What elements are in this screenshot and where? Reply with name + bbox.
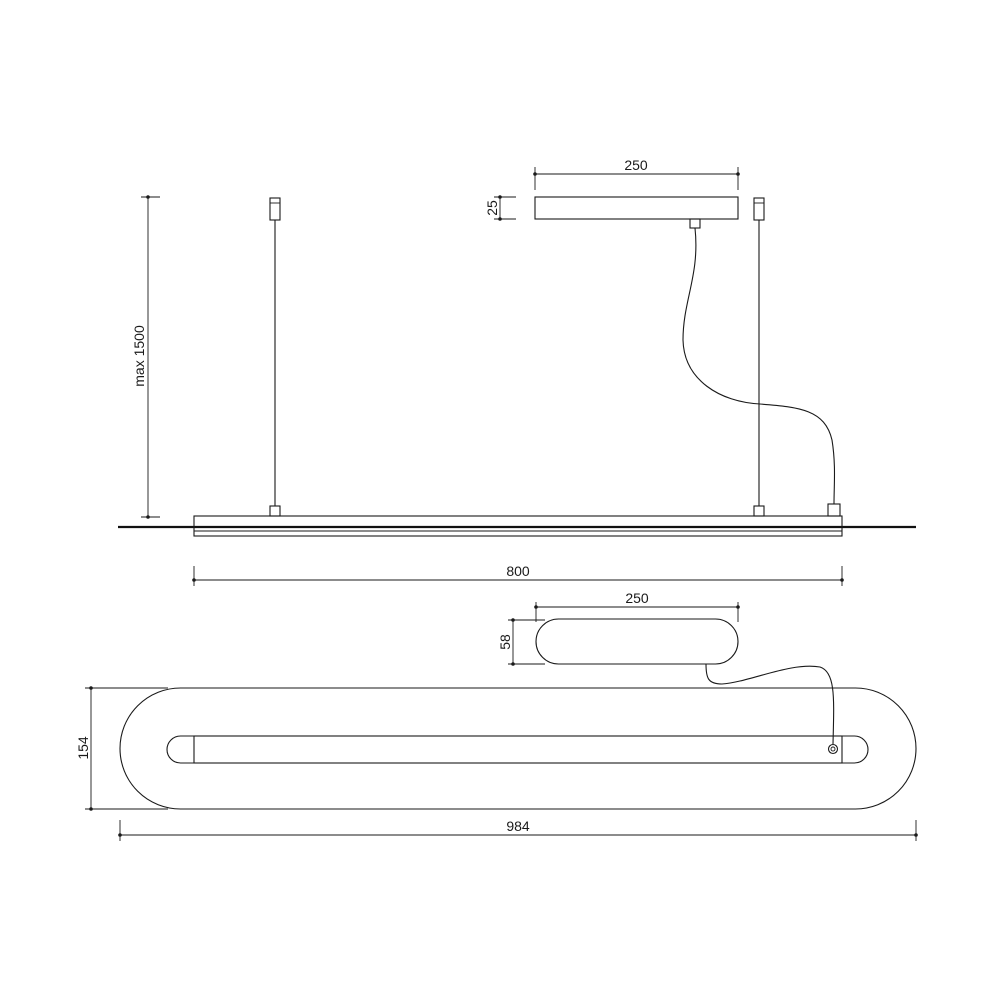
dimension-fixture-length-side: 800 <box>192 563 844 586</box>
right-wire-clamp <box>753 505 765 517</box>
cable-entry-block <box>827 503 841 517</box>
dimension-fixture-width-top: 154 <box>75 686 168 811</box>
led-strip <box>193 735 843 764</box>
left-suspension-wire <box>269 197 281 517</box>
power-cable-side <box>682 227 836 505</box>
cable-entry-icon <box>827 743 839 755</box>
dimension-fixture-length-side-label: 800 <box>506 563 530 579</box>
top-view: 250 58 154 984 <box>75 590 918 841</box>
dimension-canopy-width-top-label: 250 <box>625 590 649 606</box>
dimension-canopy-thickness: 25 <box>484 195 516 221</box>
dimension-canopy-width-side: 250 <box>533 157 740 190</box>
canopy-cable-gland <box>689 218 701 229</box>
power-cable-top <box>705 663 835 745</box>
fixture-inner-slot <box>166 735 869 764</box>
right-suspension-wire <box>753 197 765 517</box>
left-ceiling-anchor <box>269 197 281 221</box>
fixture-body-side <box>193 515 843 537</box>
dimension-canopy-width-side-label: 250 <box>624 157 648 173</box>
dimension-canopy-thickness-label: 25 <box>484 200 500 216</box>
dimension-canopy-depth-top-label: 58 <box>497 634 513 650</box>
dimension-canopy-depth-top: 58 <box>497 618 545 666</box>
dimension-fixture-width-top-label: 154 <box>75 736 91 760</box>
canopy-side <box>534 196 739 220</box>
dimension-height-label: max 1500 <box>131 325 147 387</box>
left-wire-clamp <box>269 505 281 517</box>
dimension-height: max 1500 <box>131 195 160 519</box>
right-ceiling-anchor <box>753 197 765 221</box>
dimension-fixture-length-top-label: 984 <box>506 818 530 834</box>
dimension-fixture-length-top: 984 <box>118 818 918 841</box>
dimension-canopy-width-top: 250 <box>534 590 740 622</box>
side-view: max 1500 250 25 800 <box>118 157 916 586</box>
canopy-top <box>535 618 739 665</box>
fixture-outline-top <box>119 687 917 810</box>
